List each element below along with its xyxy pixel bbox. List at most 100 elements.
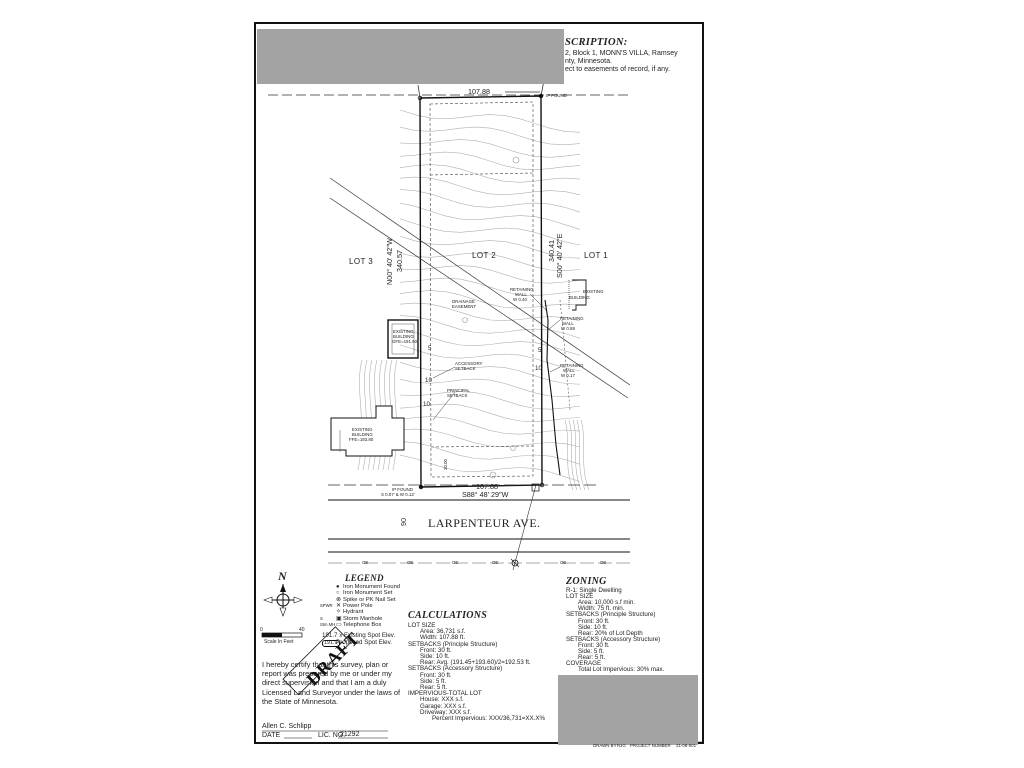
zoning-line: R-1: Single Dwelling	[566, 587, 622, 594]
legend-text: Iron Monument Set	[343, 590, 393, 597]
calculations-line: Rear: 5 ft.	[420, 684, 448, 691]
zoning-line: Rear: 20% of Lot Depth	[578, 629, 643, 637]
zoning-line: Front: 30 ft.	[578, 641, 610, 649]
legend-item: ✧Hydrant	[336, 609, 364, 616]
contour-line	[572, 419, 582, 491]
setback-30: 30.00	[443, 459, 448, 470]
existing-building-east-label-1: EXISTING	[583, 289, 604, 294]
zoning-title: ZONING	[566, 576, 607, 587]
accessory-setback-label-1: ACCESSORY	[455, 361, 483, 366]
zoning-line: SETBACKS (Principle Structure)	[566, 611, 656, 619]
contour-line	[580, 419, 590, 491]
legend-prefix: Stm MH	[320, 622, 336, 628]
existing-building-west	[330, 405, 405, 457]
contour-line	[399, 277, 581, 297]
oe-label-1: OE	[362, 560, 369, 565]
north-arrow	[263, 584, 303, 617]
lot-1-label: LOT 1	[584, 251, 609, 260]
retaining-wall-1-label-2: WALL	[515, 292, 527, 297]
project-number-value: 21-08-001	[676, 743, 697, 748]
accessory-setback-label-2: SETBACK	[455, 366, 476, 371]
zoning-line: LOT SIZE	[566, 593, 594, 601]
legend-prefix: SPWR	[320, 603, 333, 609]
legend-text: Power Pole	[343, 602, 373, 609]
project-number-label: PROJECT NUMBER	[630, 743, 671, 748]
contour-line	[399, 151, 581, 171]
contour-line	[399, 164, 581, 183]
scale-zero: 0	[260, 627, 263, 633]
legend-text: Iron Monument Found	[343, 584, 401, 590]
bottom-bearing: S88° 48' 29"W	[462, 490, 509, 499]
existing-building-east-label-2: BUILDING	[569, 295, 590, 300]
existing-building-mid-label-3: GFE=191.60	[392, 339, 418, 344]
drawn-by-label: DRAWN BY	[593, 743, 617, 748]
retaining-wall-3-label-2: WALL	[563, 368, 575, 373]
retaining-wall-2-label-1: RETAINING	[560, 316, 584, 321]
calculations-line: SETBACKS (Principle Structure)	[408, 640, 498, 648]
calculations-line: Area: 36,731 s.f.	[420, 628, 466, 636]
contour-line	[399, 218, 581, 246]
calculations-line: Side: 10 ft.	[420, 653, 450, 660]
drainage-label-1: DRAINAGE	[452, 299, 475, 304]
retaining-wall-2-label-3: W 0.88	[561, 326, 575, 331]
setback-10-b: 10	[535, 365, 542, 372]
legend-item: ▣Storm Manhole	[336, 615, 383, 623]
existing-building-west-label-2: BUILDING	[352, 432, 373, 437]
legend-symbol-icon: ○	[336, 590, 340, 597]
bottom-dimension: 107.88	[476, 482, 498, 491]
contour-line	[399, 344, 581, 372]
zoning-line: Front: 30 ft.	[578, 617, 610, 625]
zoning-line: Rear: 5 ft.	[578, 654, 606, 662]
contour-line	[399, 235, 581, 259]
legend-symbol-icon: ⊗	[336, 596, 341, 603]
front-setback-line	[430, 445, 534, 448]
legend-symbol-icon: ▣	[336, 615, 342, 622]
contour-line	[399, 441, 581, 465]
north-label: N	[278, 569, 287, 583]
existing-building-west-label-1: EXISTING	[352, 427, 373, 432]
legend-spot-proposed-value: 191.9	[322, 640, 340, 648]
legend-text: Storm Manhole	[343, 615, 383, 622]
legend-text: Hydrant	[343, 609, 364, 616]
top-dimension: 107.88	[468, 87, 490, 96]
iron-found-sw	[418, 484, 424, 490]
contour-line	[399, 454, 581, 482]
contour-line	[399, 302, 581, 322]
draft-stamp	[282, 626, 352, 696]
street-name: LARPENTEUR AVE.	[428, 516, 541, 530]
description-line-1: 2, Block 1, MONN'S VILLA, Ramsey	[565, 50, 678, 57]
legend-prefix: S	[320, 616, 323, 621]
description-line-2: nty, Minnesota.	[565, 58, 612, 65]
redacted-signature-block	[558, 675, 698, 745]
retaining-wall	[544, 299, 561, 476]
lot-3-label: LOT 3	[349, 257, 374, 266]
zoning-line: Area: 10,000 s.f min.	[578, 599, 636, 607]
retaining-wall-1-label-1: RETAINING	[510, 287, 534, 292]
calculations-line: LOT SIZE	[408, 622, 436, 629]
scale-forty: 40	[299, 627, 305, 633]
retaining-wall-2-label-2: WALL	[562, 321, 574, 326]
scale-bar	[261, 632, 303, 638]
calculations-line: Rear: Avg. (191.45+193.60)/2=192.53 ft.	[420, 659, 531, 667]
zoning-line: Side: 10 ft.	[578, 623, 608, 631]
retaining-wall-3-label-1: RETAINING	[560, 363, 584, 368]
zoning-line: Total Lot Impervious: 30% max.	[578, 666, 665, 674]
calculations-line: Front: 30 ft.	[420, 671, 452, 679]
legend-symbol-icon: ●	[336, 584, 340, 590]
contour-line	[399, 189, 581, 213]
legend-text: Telephone Box	[343, 621, 382, 628]
contour-line	[576, 419, 586, 491]
rear-setback-line	[429, 172, 534, 176]
contour-line	[399, 378, 581, 398]
contour-line	[399, 416, 581, 435]
iron-found-bottom-label-2: S 0.07' & W 0.12'	[381, 492, 415, 497]
calculations-line: SETBACKS (Accessory Structure)	[408, 665, 503, 673]
legend-spot-existing: 191.7 x Existing Spot Elev.	[322, 632, 396, 639]
accessory-setback-line	[429, 101, 534, 478]
legend-item: ○Iron Monument Set	[336, 590, 393, 597]
calculations-line: Side: 5 ft.	[420, 677, 447, 685]
legend-title: LEGEND	[345, 573, 384, 583]
setback-5-a: 5	[428, 345, 432, 352]
calculations-line: Front: 30 ft.	[420, 646, 452, 654]
